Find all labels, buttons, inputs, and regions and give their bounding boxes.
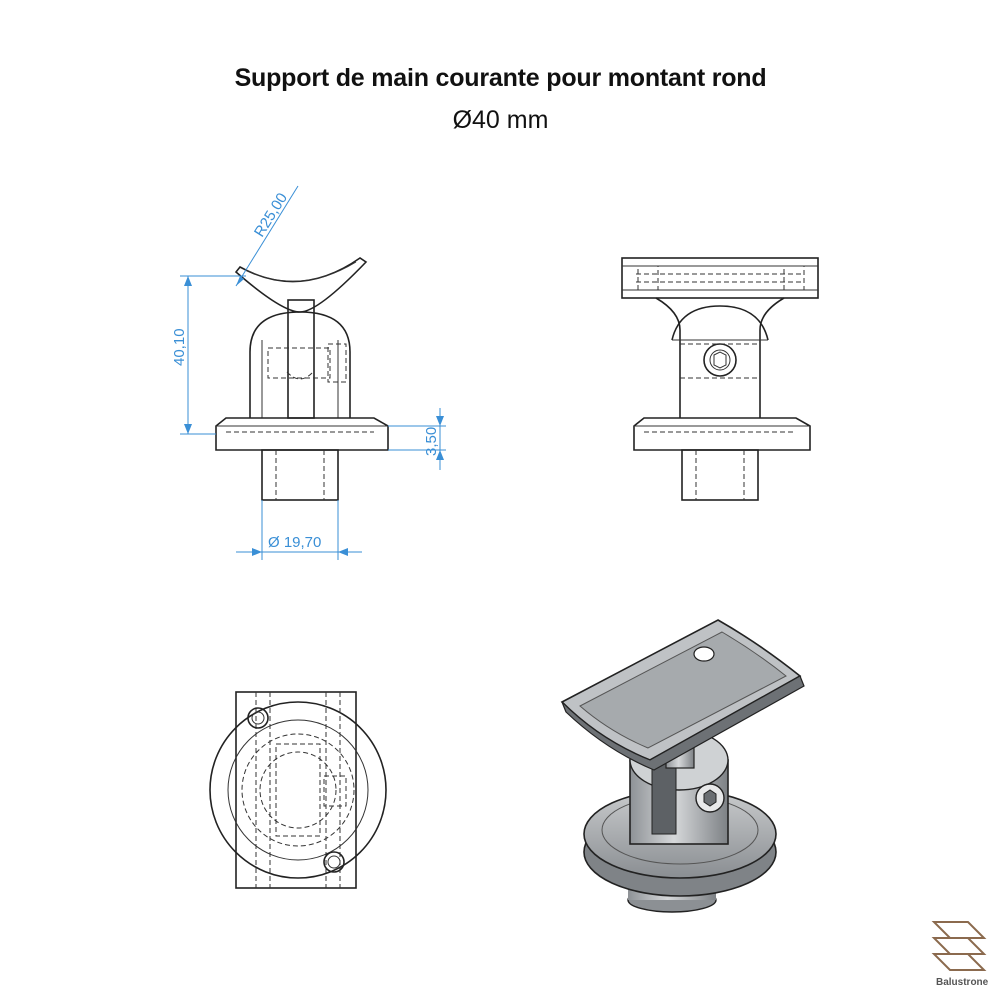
page-subtitle: Ø40 mm <box>452 106 549 134</box>
page-title: Support de main courante pour montant ro… <box>234 64 767 92</box>
svg-text:R25,00: R25,00 <box>251 190 291 240</box>
brand-logo-text: Balustrone <box>936 977 989 988</box>
svg-text:Ø 19,70: Ø 19,70 <box>268 534 321 551</box>
svg-text:40,10: 40,10 <box>171 328 188 366</box>
brand-logo-icon <box>931 921 987 971</box>
top-view <box>209 691 387 889</box>
dimension-radius: R25,00 <box>235 185 299 287</box>
side-view <box>621 257 819 501</box>
dimension-flange: 3,50 <box>388 408 446 470</box>
svg-text:3,50: 3,50 <box>423 427 440 456</box>
isometric-view <box>560 619 805 913</box>
front-view: R25,00 40,10 3,50 Ø 19,70 <box>171 185 446 560</box>
dimension-diameter: Ø 19,70 <box>236 500 362 560</box>
dimension-height: 40,10 <box>171 275 246 435</box>
